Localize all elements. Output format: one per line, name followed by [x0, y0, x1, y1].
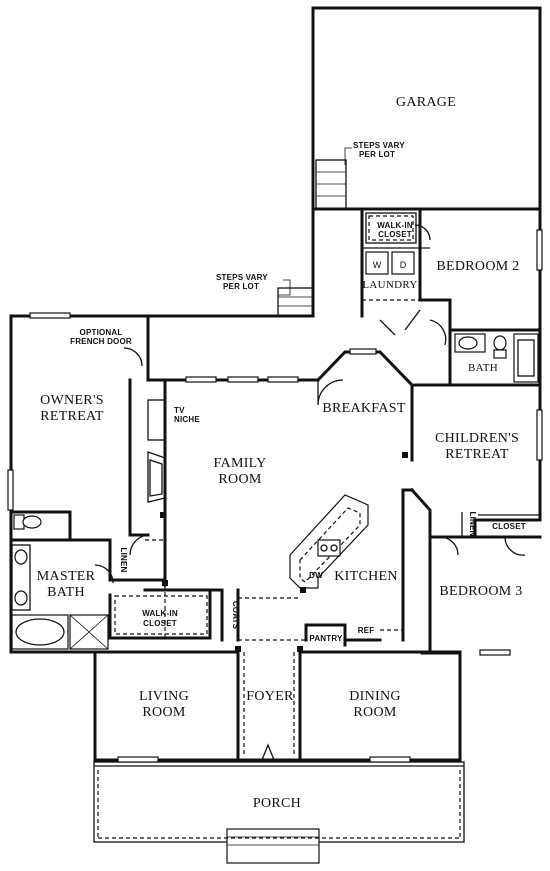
- porch-rail: [97, 770, 461, 839]
- garage-label: GARAGE: [396, 95, 456, 110]
- dining-room-label-2: ROOM: [353, 705, 396, 720]
- dashed-openings: [145, 299, 450, 760]
- note-labels: STEPS VARY PER LOT STEPS VARY PER LOT WA…: [70, 141, 526, 643]
- family-room-label-1: FAMILY: [213, 456, 266, 471]
- tv-niche-note-1: TV: [174, 406, 185, 415]
- tv-niche-note-2: NICHE: [174, 415, 200, 424]
- linen-master-label: LINEN: [119, 548, 128, 573]
- laundry-label: LAUNDRY: [362, 279, 417, 291]
- bath-label: BATH: [468, 362, 498, 374]
- ref-label: REF: [358, 626, 375, 635]
- steps-garage-note-2: PER LOT: [359, 150, 395, 159]
- french-door-note-1: OPTIONAL: [80, 328, 123, 337]
- kitchen-label: KITCHEN: [334, 569, 398, 584]
- fireplace: [147, 451, 166, 503]
- owners-retreat-label-1: OWNER'S: [40, 393, 104, 408]
- walkin-closet-lower-note-1: WALK-IN: [142, 609, 178, 618]
- dryer-label: D: [400, 260, 407, 270]
- columns: [160, 452, 408, 652]
- walkin-closet-upper-note-1: WALK-IN: [377, 221, 413, 230]
- bedroom-2-label: BEDROOM 2: [436, 259, 519, 274]
- pantry-label: PANTRY: [309, 634, 343, 643]
- childrens-retreat-label-2: RETREAT: [445, 447, 509, 462]
- windows: [7, 229, 543, 864]
- master-bath-fixtures: [11, 514, 109, 650]
- tv-niche-shape: [147, 399, 166, 441]
- exterior-walls: [9, 6, 542, 843]
- owners-retreat-label-2: RETREAT: [40, 409, 104, 424]
- doors: [94, 224, 526, 761]
- living-room-label-2: ROOM: [142, 705, 185, 720]
- coats-label: COATS: [231, 601, 240, 630]
- linen-bed3-label: LINEN: [468, 512, 477, 537]
- laundry-fixtures: [365, 251, 415, 275]
- kitchen-island: [289, 494, 369, 589]
- foyer-label: FOYER: [246, 689, 294, 704]
- dining-room-label-1: DINING: [349, 689, 401, 704]
- walkin-closet-upper-box: [365, 212, 417, 244]
- steps-rear-note-1: STEPS VARY: [216, 273, 268, 282]
- steps: [277, 147, 352, 317]
- family-room-label-2: ROOM: [218, 472, 261, 487]
- living-room-label-1: LIVING: [139, 689, 189, 704]
- french-door-note-2: FRENCH DOOR: [70, 337, 132, 346]
- walkin-closet-lower-box: [114, 595, 208, 635]
- closet-bed3-label: CLOSET: [492, 522, 526, 531]
- steps-rear-note-2: PER LOT: [223, 282, 259, 291]
- room-labels: GARAGE BEDROOM 2 OWNER'S RETREAT FAMILY …: [37, 95, 523, 811]
- childrens-retreat-label-1: CHILDREN'S: [435, 431, 519, 446]
- master-bath-label-1: MASTER: [37, 569, 96, 584]
- steps-garage-note-1: STEPS VARY: [353, 141, 405, 150]
- bedroom-3-label: BEDROOM 3: [439, 584, 522, 599]
- walkin-closet-upper-note-2: CLOSET: [378, 230, 412, 239]
- dw-label: DW: [309, 571, 323, 580]
- porch-label: PORCH: [253, 796, 301, 811]
- walkin-closet-lower-note-2: CLOSET: [143, 619, 177, 628]
- kids-bath-fixtures: [454, 333, 539, 383]
- breakfast-label: BREAKFAST: [322, 401, 405, 416]
- master-bath-label-2: BATH: [47, 585, 85, 600]
- washer-label: W: [373, 260, 382, 270]
